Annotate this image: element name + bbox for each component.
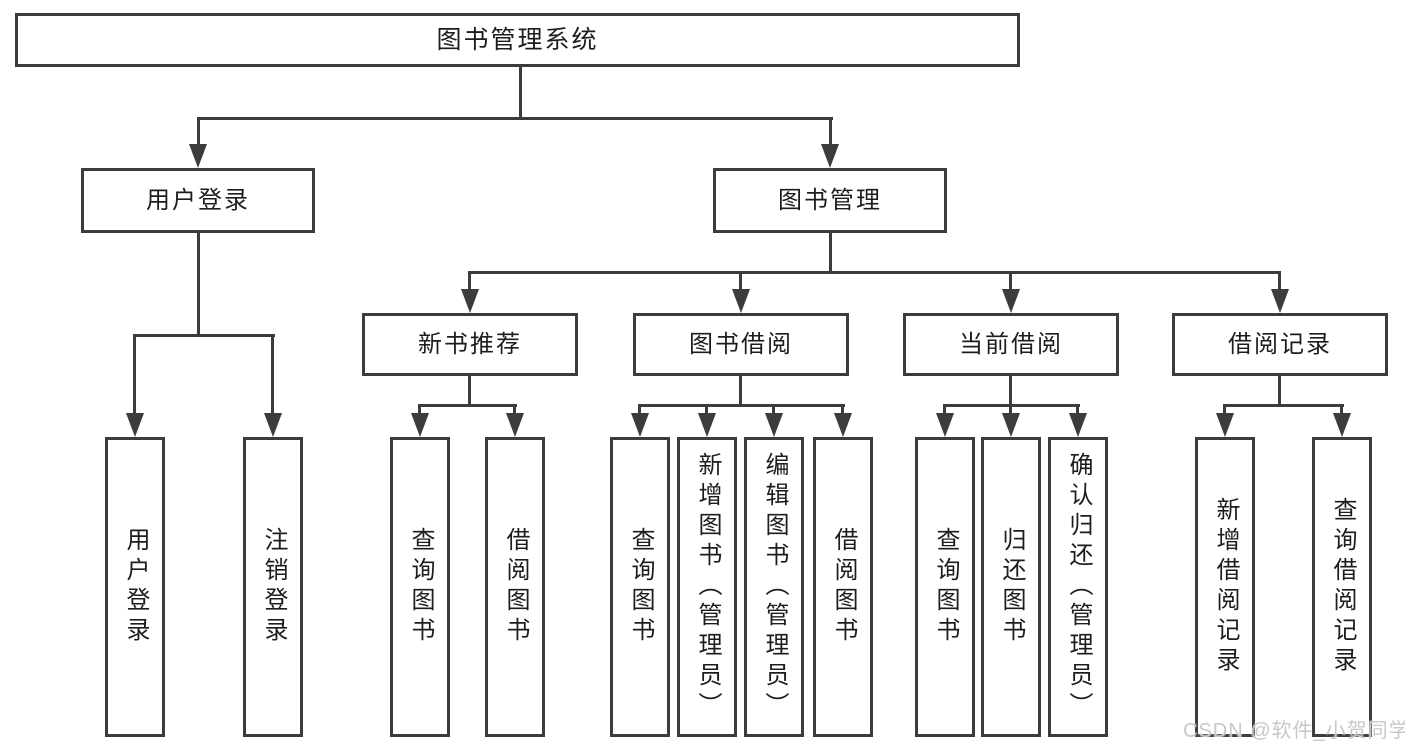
connector-line — [468, 271, 471, 293]
node-user-login: 用户登录 — [81, 168, 315, 233]
arrow-down-icon — [126, 413, 144, 437]
connector-line — [739, 376, 742, 407]
arrow-down-icon — [1002, 413, 1020, 437]
node-root: 图书管理系统 — [15, 13, 1020, 67]
connector-line — [1223, 404, 1226, 416]
arrow-down-icon — [189, 144, 207, 168]
leaf-user-login: 用户登录 — [105, 437, 165, 737]
connector-line — [271, 334, 274, 418]
connector-line — [468, 271, 1281, 274]
arrow-down-icon — [506, 413, 524, 437]
connector-line — [468, 376, 471, 407]
arrow-down-icon — [1271, 289, 1289, 313]
leaf-add-borrow-record: 新增借阅记录 — [1195, 437, 1255, 737]
connector-line — [1278, 271, 1281, 293]
connector-line — [1278, 376, 1281, 407]
arrow-down-icon — [264, 413, 282, 437]
arrow-down-icon — [631, 413, 649, 437]
arrow-down-icon — [834, 413, 852, 437]
node-current-borrow: 当前借阅 — [903, 313, 1119, 376]
connector-line — [197, 117, 833, 120]
connector-line — [418, 404, 517, 407]
arrow-down-icon — [1216, 413, 1234, 437]
leaf-add-book-admin: 新增图书（管理员） — [677, 437, 737, 737]
leaf-confirm-return-admin: 确认归还（管理员） — [1048, 437, 1108, 737]
leaf-borrow-books-2: 借阅图书 — [813, 437, 873, 737]
arrow-down-icon — [698, 413, 716, 437]
arrow-down-icon — [1069, 413, 1087, 437]
arrow-down-icon — [1333, 413, 1351, 437]
connector-line — [943, 404, 946, 416]
watermark: CSDN @软件_小贺同学 — [1183, 720, 1405, 742]
arrow-down-icon — [1002, 289, 1020, 313]
leaf-logout: 注销登录 — [243, 437, 303, 737]
connector-line — [1340, 404, 1343, 416]
arrow-down-icon — [461, 289, 479, 313]
leaf-edit-book-admin: 编辑图书（管理员） — [744, 437, 804, 737]
leaf-query-borrow-record: 查询借阅记录 — [1312, 437, 1372, 737]
leaf-query-books-1: 查询图书 — [390, 437, 450, 737]
connector-line — [1076, 404, 1079, 416]
connector-line — [197, 233, 200, 337]
node-new-book-recommend: 新书推荐 — [362, 313, 578, 376]
leaf-query-books-2: 查询图书 — [610, 437, 670, 737]
node-book-borrow: 图书借阅 — [633, 313, 849, 376]
connector-line — [841, 404, 844, 416]
arrow-down-icon — [411, 413, 429, 437]
leaf-query-books-3: 查询图书 — [915, 437, 975, 737]
connector-line — [133, 334, 275, 337]
connector-line — [638, 404, 641, 416]
arrow-down-icon — [732, 289, 750, 313]
connector-line — [513, 404, 516, 416]
leaf-return-book: 归还图书 — [981, 437, 1041, 737]
connector-line — [829, 117, 832, 149]
connector-line — [1009, 404, 1012, 416]
connector-line — [705, 404, 708, 416]
leaf-borrow-books-1: 借阅图书 — [485, 437, 545, 737]
connector-line — [133, 334, 136, 418]
connector-line — [418, 404, 421, 416]
node-borrow-records: 借阅记录 — [1172, 313, 1388, 376]
connector-line — [1009, 376, 1012, 407]
arrow-down-icon — [936, 413, 954, 437]
connector-line — [1223, 404, 1344, 407]
node-book-mgmt: 图书管理 — [713, 168, 947, 233]
connector-line — [519, 67, 522, 119]
connector-line — [197, 117, 200, 149]
connector-line — [772, 404, 775, 416]
connector-line — [829, 233, 832, 274]
arrow-down-icon — [821, 144, 839, 168]
connector-line — [739, 271, 742, 293]
connector-line — [1009, 271, 1012, 293]
arrow-down-icon — [765, 413, 783, 437]
connector-line — [638, 404, 845, 407]
